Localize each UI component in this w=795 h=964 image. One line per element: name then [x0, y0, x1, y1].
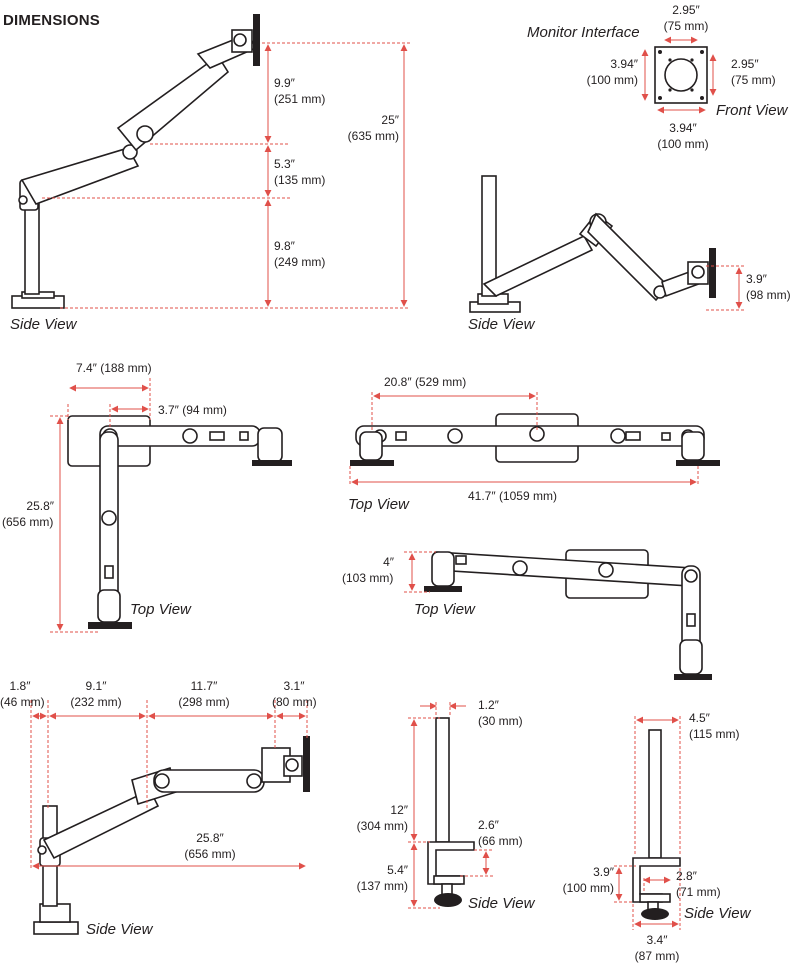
side3-c-label: 11.7″(298 mm) — [178, 679, 230, 709]
clamp2-h-label: 3.9″(100 mm) — [562, 865, 614, 895]
interface-top-label: 2.95″(75 mm) — [663, 3, 709, 33]
side1-view-caption: Side View — [10, 316, 77, 333]
side-view-2-drawing — [469, 175, 745, 313]
top2-w2-label: 41.7″ (1059 mm) — [468, 489, 557, 503]
clamp-side-view-1-drawing — [408, 702, 494, 909]
top3-h-label: 4″(103 mm) — [342, 555, 394, 585]
interface-bottom-label: 3.94″(100 mm) — [657, 121, 709, 151]
clamp1-h-label: 12″(304 mm) — [356, 803, 408, 833]
side3-total-label: 25.8″(656 mm) — [184, 831, 236, 861]
side1-d3-label: 9.8″(249 mm) — [274, 239, 326, 269]
clamp2-b-label: 3.4″(87 mm) — [634, 933, 680, 963]
top1-h-label: 25.8″(656 mm) — [2, 499, 54, 529]
side2-view-caption: Side View — [468, 316, 535, 333]
clamp2-w-label: 4.5″(115 mm) — [689, 711, 740, 741]
side3-d-label: 3.1″(80 mm) — [272, 679, 317, 709]
top2-view-caption: Top View — [348, 496, 409, 513]
side3-view-caption: Side View — [86, 921, 153, 938]
top-view-1-drawing — [50, 378, 292, 633]
clamp2-view-caption: Side View — [684, 905, 751, 922]
interface-label: Monitor Interface — [527, 24, 640, 41]
interface-right-label: 2.95″(75 mm) — [731, 57, 776, 87]
side1-d1-label: 9.9″(251 mm) — [274, 76, 326, 106]
clamp1-pole-label: 1.2″(30 mm) — [478, 698, 523, 728]
clamp1-c-label: 2.6″(66 mm) — [478, 818, 523, 848]
top1-w2-label: 3.7″ (94 mm) — [158, 403, 227, 417]
clamp-side-view-2-drawing — [614, 716, 681, 930]
side3-b-label: 9.1″(232 mm) — [70, 679, 122, 709]
top1-view-caption: Top View — [130, 601, 191, 618]
interface-left-label: 3.94″(100 mm) — [586, 57, 638, 87]
top-view-3-drawing — [404, 549, 712, 680]
clamp1-b-label: 5.4″(137 mm) — [356, 863, 408, 893]
side2-d-label: 3.9″(98 mm) — [746, 272, 791, 302]
monitor-interface-drawing — [641, 36, 717, 114]
side1-d2-label: 5.3″(135 mm) — [274, 157, 326, 187]
interface-view-caption: Front View — [716, 102, 788, 119]
top-view-2-drawing — [349, 392, 720, 486]
side-view-3-drawing — [30, 700, 310, 935]
page-title: DIMENSIONS — [3, 12, 101, 29]
top3-view-caption: Top View — [414, 601, 475, 618]
side3-a-label: 1.8″(46 mm) — [0, 679, 45, 709]
side1-total-label: 25″(635 mm) — [347, 113, 399, 143]
side-view-1-drawing — [11, 14, 410, 309]
clamp1-view-caption: Side View — [468, 895, 535, 912]
top2-w1-label: 20.8″ (529 mm) — [384, 375, 467, 389]
top1-w-label: 7.4″ (188 mm) — [76, 361, 152, 375]
clamp2-c-label: 2.8″(71 mm) — [676, 869, 721, 899]
